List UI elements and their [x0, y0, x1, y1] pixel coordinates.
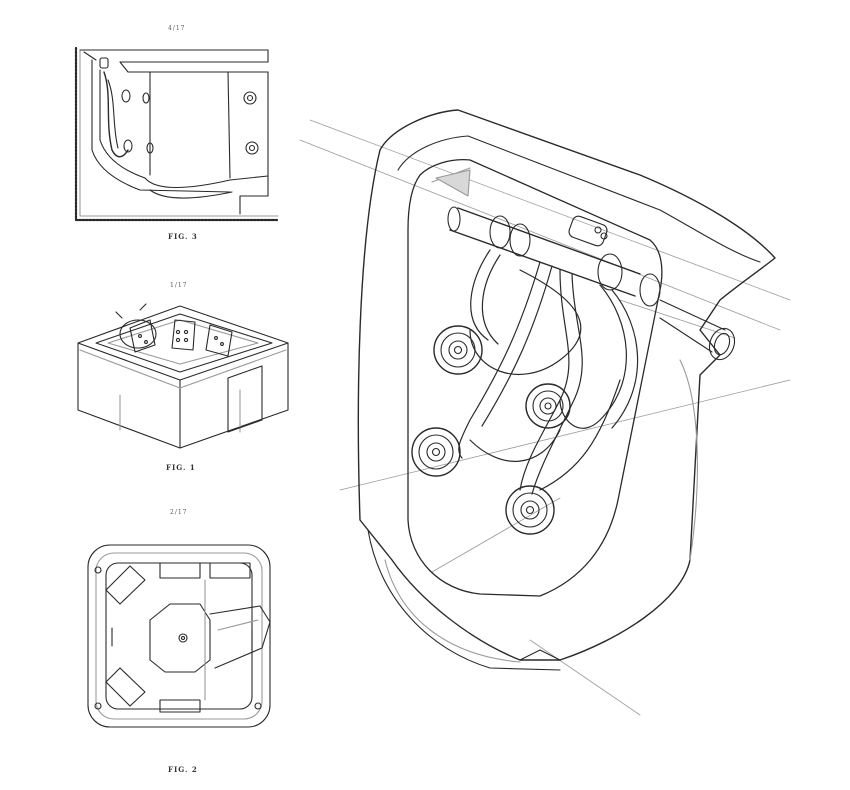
fig2-spa-plan-view [88, 545, 270, 727]
jet-nozzle-lower-right-icon [506, 486, 554, 534]
fig3-caption: FIG. 3 [168, 232, 198, 241]
jet-panel-perspective-view [300, 110, 790, 715]
jet-nozzle-lower-left-icon [412, 428, 460, 476]
jet-nozzle-right-icon [526, 384, 570, 428]
sheet-number-middle: 1/17 [170, 282, 188, 289]
sheet-number-bottom: 2/17 [170, 509, 188, 516]
fig2-caption: FIG. 2 [168, 765, 198, 774]
fig1-caption: FIG. 1 [166, 463, 196, 472]
fig3-spa-corner-detail [76, 48, 278, 220]
jet-nozzle-upper-left-icon [434, 326, 482, 374]
sheet-number-top: 4/17 [168, 25, 186, 32]
fig1-spa-isometric [78, 304, 288, 448]
